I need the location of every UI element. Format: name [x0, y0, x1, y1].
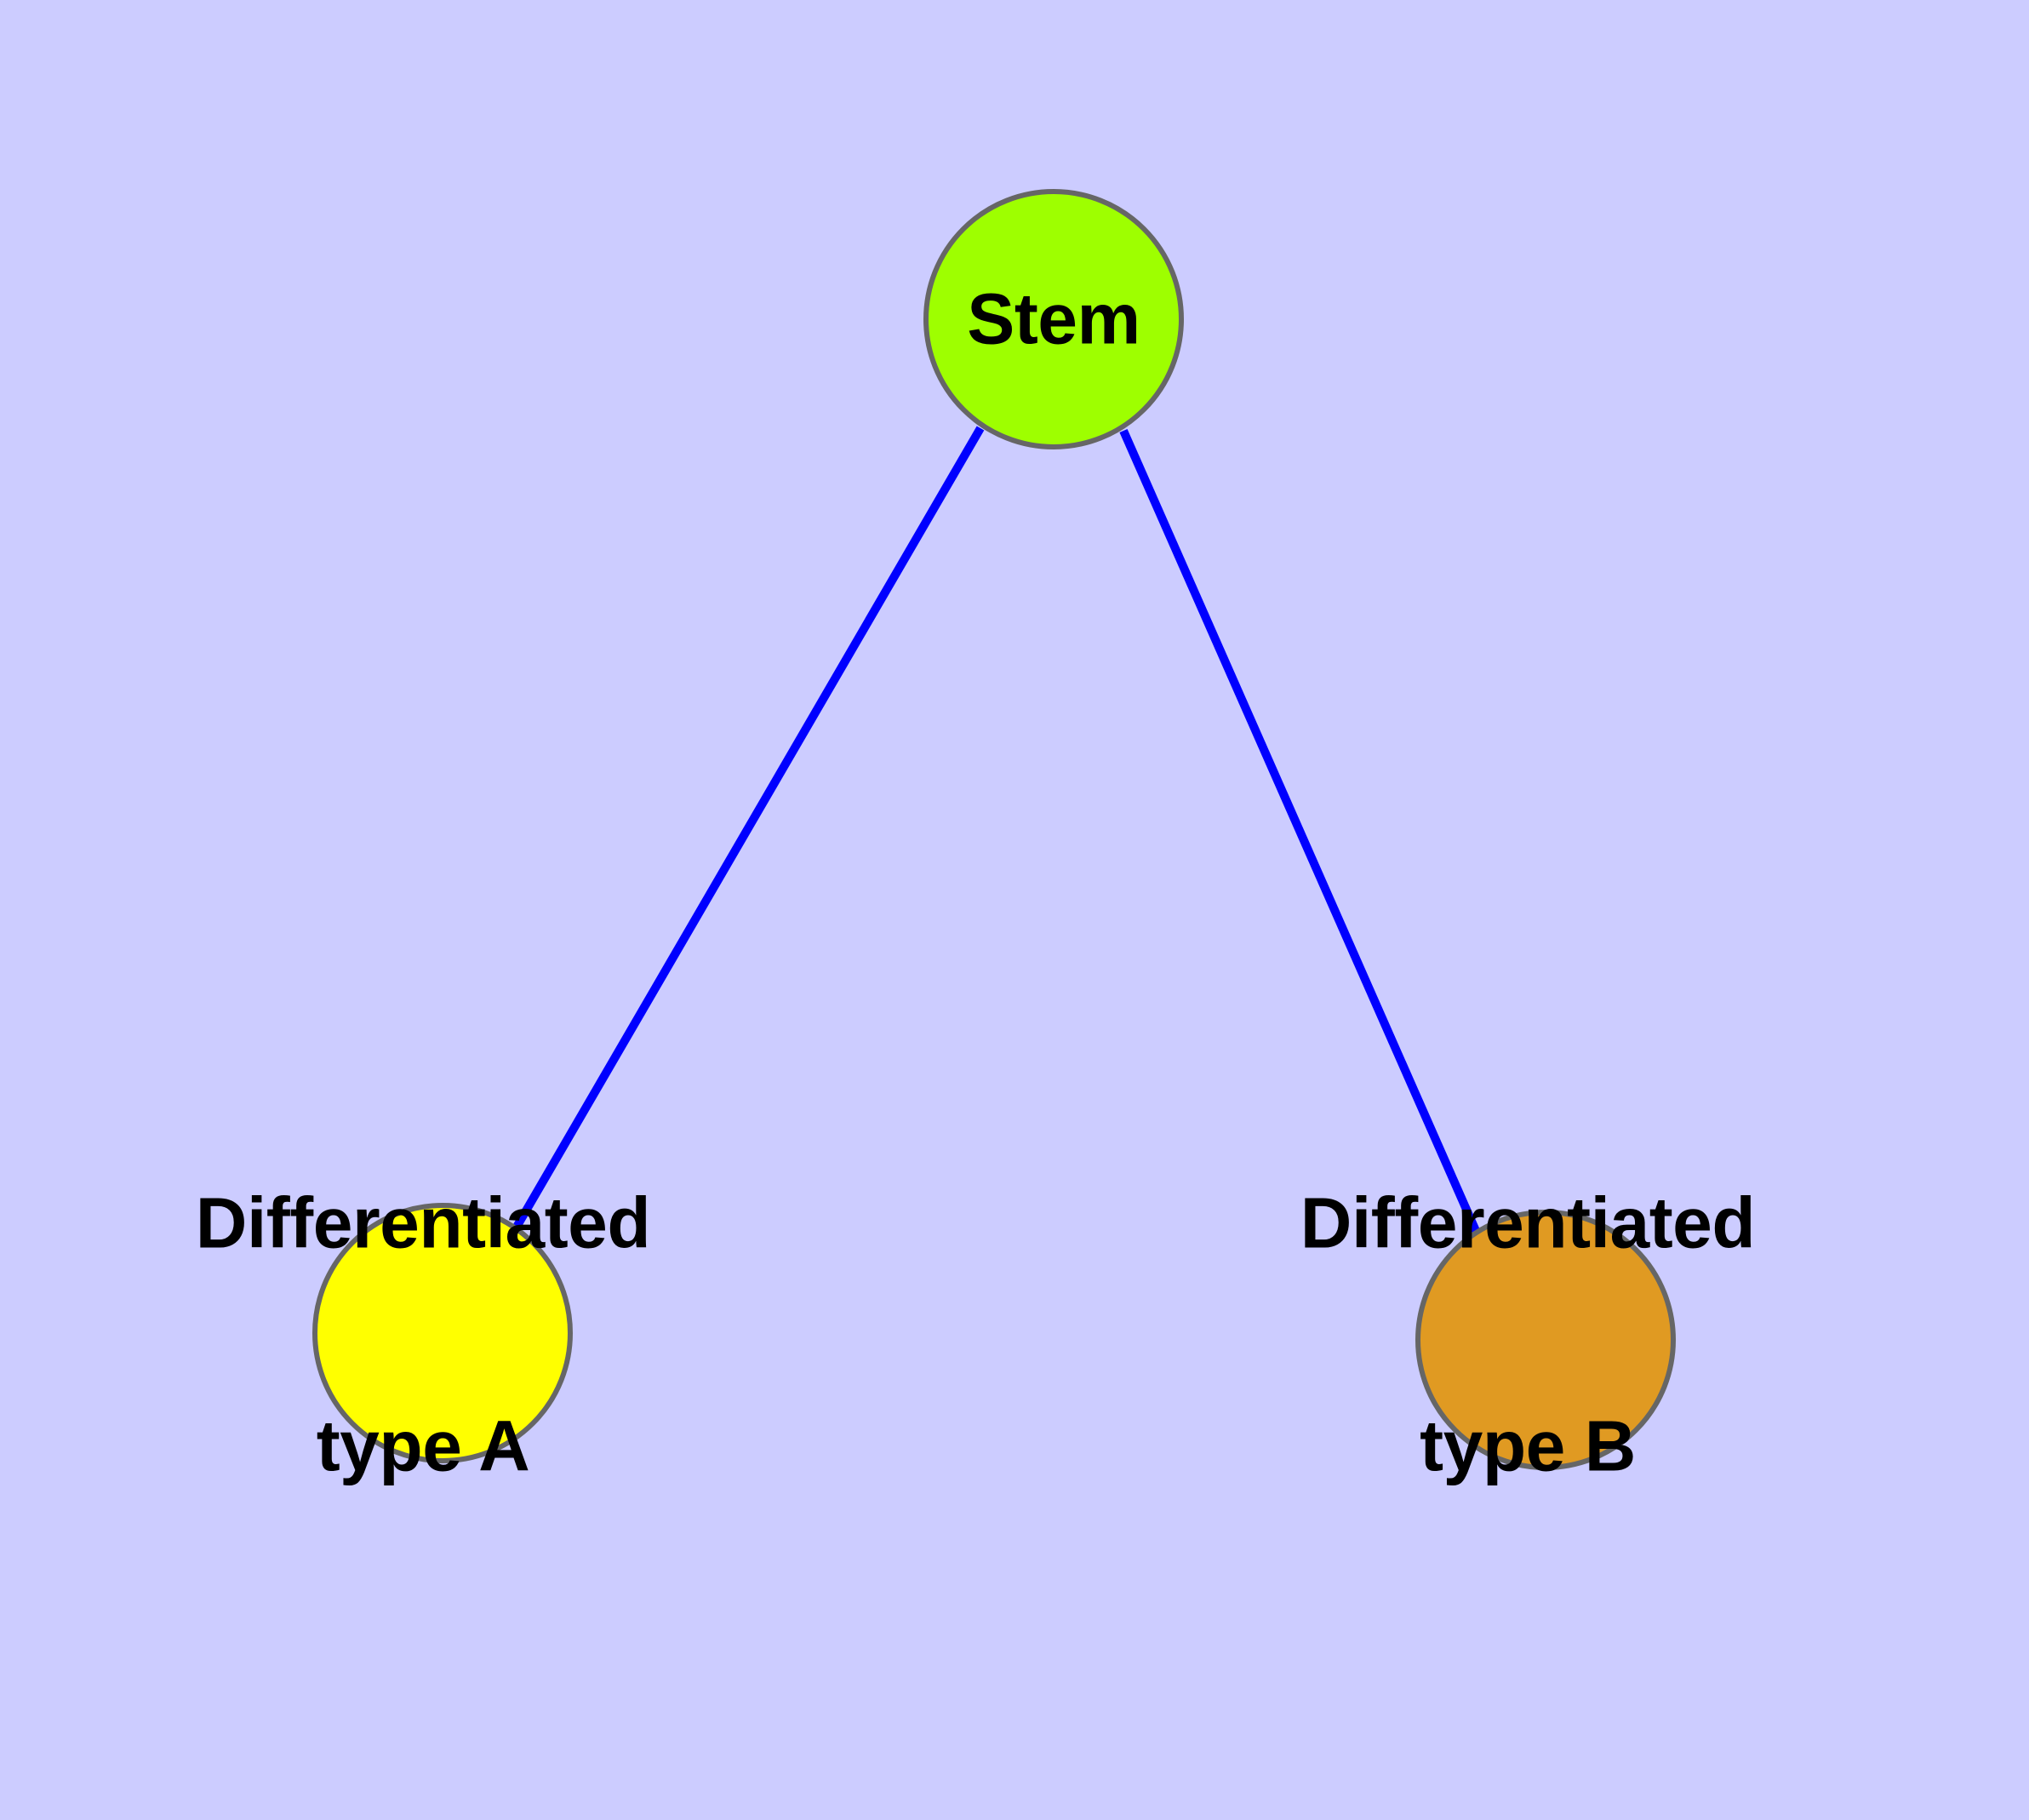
node-layer [312, 189, 1676, 1470]
edge-stem-to-diff-b[interactable] [1119, 428, 1481, 1235]
node-stem[interactable] [923, 189, 1184, 449]
node-differentiated-type-a[interactable] [312, 1203, 573, 1463]
edge-layer [512, 426, 1481, 1235]
node-differentiated-type-b[interactable] [1415, 1210, 1676, 1470]
edge-stem-to-diff-a[interactable] [512, 426, 985, 1231]
